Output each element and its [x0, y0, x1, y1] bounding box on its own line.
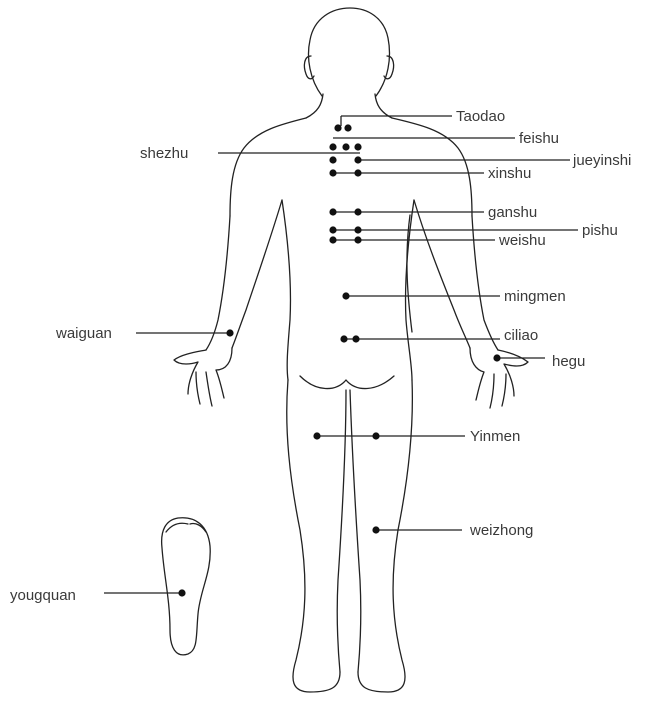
waiguan-dot — [226, 329, 233, 336]
right-shoulder — [392, 118, 472, 216]
label-yinmen: Yinmen — [470, 428, 520, 445]
buttocks-line — [300, 376, 394, 389]
left-hand — [174, 348, 232, 406]
weizhong-dot — [372, 526, 379, 533]
neck-left — [306, 94, 323, 118]
label-waiguan: waiguan — [55, 325, 112, 342]
feishu-dot-right — [354, 143, 361, 150]
yinmen-dot-left — [313, 432, 320, 439]
feishu-dot-left — [329, 143, 336, 150]
ganshu-dot-left — [329, 208, 336, 215]
right-arm-inner — [414, 200, 470, 348]
label-shezhu: shezhu — [140, 145, 188, 162]
label-hegu: hegu — [552, 353, 585, 370]
xinshu-dot-right — [354, 169, 361, 176]
foot-sole-outline — [162, 518, 211, 655]
label-pishu: pishu — [582, 222, 618, 239]
weishu-dot-right — [354, 236, 361, 243]
acupoint-labels: Taodao feishu shezhu jueyinshi xinshu ga… — [10, 108, 631, 604]
right-arm-outer — [472, 216, 498, 350]
label-yougquan: yougquan — [10, 587, 76, 604]
yinmen-dot-right — [372, 432, 379, 439]
acupoint-dots — [178, 124, 500, 596]
left-flank — [282, 200, 291, 380]
head-outline — [309, 8, 390, 96]
right-flank — [405, 200, 414, 380]
label-ciliao: ciliao — [504, 327, 538, 344]
ciliao-dot-left — [340, 335, 347, 342]
xinshu-dot-left — [329, 169, 336, 176]
left-arm-outer — [206, 216, 230, 350]
weishu-dot-left — [329, 236, 336, 243]
yougquan-dot — [178, 589, 185, 596]
label-weizhong: weizhong — [469, 522, 533, 539]
shezhu-dot-left — [329, 156, 336, 163]
pishu-dot-right — [354, 226, 361, 233]
label-taodao: Taodao — [456, 108, 505, 125]
mingmen-dot — [342, 292, 349, 299]
label-ganshu: ganshu — [488, 204, 537, 221]
neck-right — [375, 94, 392, 118]
ganshu-dot-right — [354, 208, 361, 215]
taodao-dot-right — [344, 124, 351, 131]
label-feishu: feishu — [519, 130, 559, 147]
right-leg-outer — [358, 380, 412, 692]
right-leg-inner — [350, 390, 361, 672]
feishu-dot-mid — [342, 143, 349, 150]
taodao-dot-left — [334, 124, 341, 131]
left-shoulder — [230, 118, 306, 216]
left-leg-inner — [337, 390, 346, 672]
pishu-dot-left — [329, 226, 336, 233]
label-mingmen: mingmen — [504, 288, 566, 305]
label-xinshu: xinshu — [488, 165, 531, 182]
label-weishu: weishu — [498, 232, 546, 249]
left-arm-inner — [232, 200, 282, 348]
shezhu-dot-right — [354, 156, 361, 163]
ciliao-dot-right — [352, 335, 359, 342]
hegu-dot — [493, 354, 500, 361]
label-jueyinshi: jueyinshi — [572, 152, 631, 169]
left-leg-outer — [287, 380, 340, 692]
